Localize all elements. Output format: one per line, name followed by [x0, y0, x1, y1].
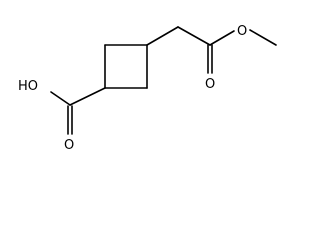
chemical-structure: HO O O O — [18, 24, 277, 153]
ester-carbonyl-oxygen-label: O — [205, 77, 215, 92]
oxygen-to-methyl-bond — [249, 29, 277, 46]
ester-carbon-to-oxygen-bond — [209, 30, 235, 46]
ch2-to-ester-carbon-bond — [177, 26, 211, 46]
acid-carbon-to-hydroxyl-bond — [50, 91, 71, 106]
ester-oxygen-label: O — [237, 24, 247, 39]
ring-to-ch2-bond — [146, 26, 179, 46]
hydroxyl-label: HO — [18, 79, 38, 94]
acid-carbonyl-oxygen-label: O — [64, 138, 74, 153]
structure-canvas: HO O O O — [18, 24, 277, 153]
ring-to-acid-carbon-bond — [69, 87, 106, 106]
